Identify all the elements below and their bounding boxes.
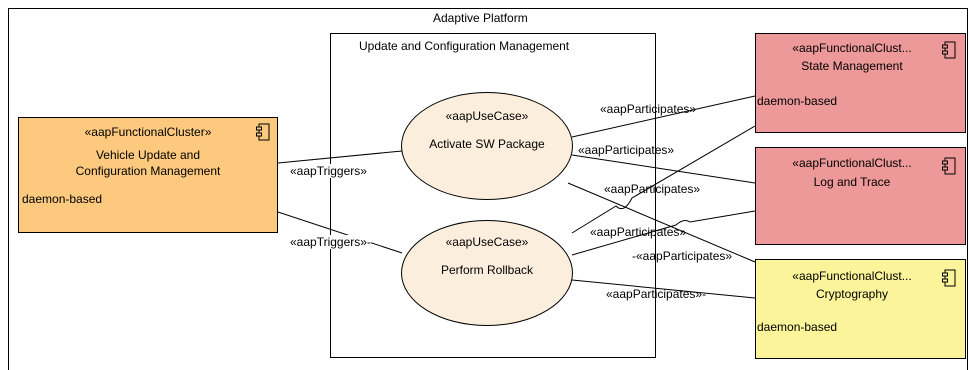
edge-label-rollback-log: «aapParticipates» <box>590 225 687 239</box>
rollback-stereotype: «aapUseCase» <box>445 235 529 249</box>
cluster-vucm[interactable] <box>18 117 278 233</box>
edge-label-activate-state: «aapParticipates» <box>600 102 697 116</box>
adaptive-platform-frame <box>8 8 968 370</box>
activate-name: Activate SW Package <box>429 137 545 151</box>
log-name: Log and Trace <box>813 175 891 189</box>
edge-label-trigger-rollback: «aapTriggers»- <box>290 235 371 249</box>
trigger-line-rollback <box>277 211 403 254</box>
rollback-name: Perform Rollback <box>440 263 534 277</box>
edge-label-activate-log: «aapParticipates» <box>578 143 675 157</box>
rollback-to-state-line <box>571 125 756 234</box>
rollback-to-log-line <box>571 210 756 256</box>
cluster-cryptography[interactable] <box>755 259 966 359</box>
log-stereotype: «aapFunctionalClust... <box>792 156 912 170</box>
package-title: Update and Configuration Management <box>359 39 570 53</box>
crypto-note: daemon-based <box>757 320 838 334</box>
edge-label-activate-crypto: -«aapParticipates» <box>632 249 733 263</box>
vucm-note: daemon-based <box>22 192 103 206</box>
activate-stereotype: «aapUseCase» <box>445 109 529 123</box>
vucm-stereotype: «aapFunctionalCluster» <box>84 125 212 139</box>
component-icon <box>942 157 956 175</box>
vucm-name-line2: Configuration Management <box>75 164 221 178</box>
rollback-to-crypto-line <box>571 279 756 299</box>
platform-title: Adaptive Platform <box>433 11 528 25</box>
edge-label-rollback-state: «aapParticipates» <box>604 182 701 196</box>
ucm-package-frame <box>330 33 656 358</box>
state-stereotype: «aapFunctionalClust... <box>792 41 912 55</box>
usecase-activate-sw-package[interactable] <box>401 92 573 200</box>
component-icon <box>942 269 956 287</box>
edge-label-rollback-crypto: «aapParticipates»- <box>606 287 707 301</box>
cluster-log-and-trace[interactable] <box>755 147 966 245</box>
state-name: State Management <box>801 59 903 73</box>
usecase-perform-rollback[interactable] <box>401 220 573 326</box>
activate-to-crypto-line <box>567 182 756 263</box>
component-icon <box>942 41 956 59</box>
activate-to-log-line <box>571 154 756 184</box>
component-icon <box>256 123 270 141</box>
activate-to-state-line <box>571 95 756 138</box>
edge-label-trigger-activate: «aapTriggers» <box>290 164 367 178</box>
state-note: daemon-based <box>757 94 838 108</box>
trigger-line-activate <box>277 150 403 164</box>
crypto-name: Cryptography <box>815 287 889 301</box>
cluster-state-management[interactable] <box>755 33 966 133</box>
crypto-stereotype: «aapFunctionalClust... <box>792 269 912 283</box>
vucm-name-line1: Vehicle Update and <box>95 148 201 162</box>
